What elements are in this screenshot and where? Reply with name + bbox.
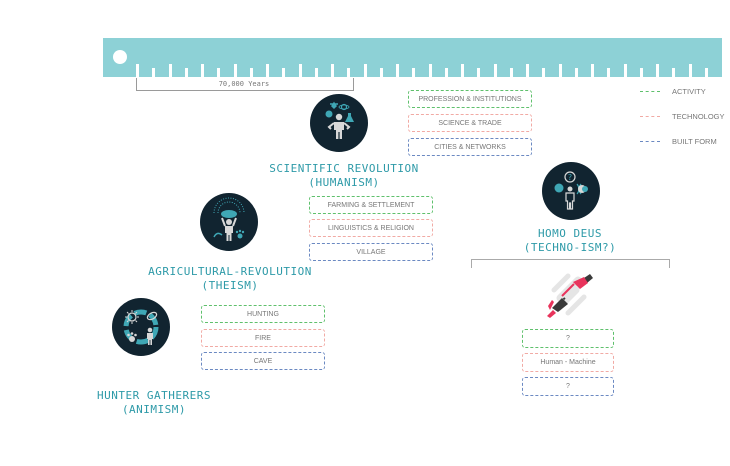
ruler-tick bbox=[136, 64, 139, 77]
ruler-tick bbox=[282, 68, 286, 77]
era-title: HOMO DEUS (TECHNO-ISM?) bbox=[480, 227, 660, 255]
legend-built-form-label: BUILT FORM bbox=[672, 137, 717, 146]
svg-text:?: ? bbox=[568, 173, 572, 182]
ruler-tick bbox=[526, 64, 529, 77]
era-name: HOMO DEUS bbox=[537, 227, 603, 240]
ruler-tick bbox=[509, 68, 513, 77]
ruler-tick bbox=[639, 68, 643, 77]
era-title: AGRICULTURAL-REVOLUTION (THEISM) bbox=[130, 265, 330, 293]
built-form-box: CAVE bbox=[201, 352, 325, 370]
ruler-tick bbox=[201, 64, 204, 77]
future-human-icon: ? bbox=[542, 162, 600, 220]
timeline-start-marker bbox=[113, 50, 127, 64]
era-title: SCIENTIFIC REVOLUTION (HUMANISM) bbox=[254, 162, 434, 190]
ruler-tick bbox=[688, 64, 692, 77]
activity-box: PROFESSION & INSTITUTIONS bbox=[408, 90, 532, 108]
ruler-tick bbox=[396, 64, 399, 77]
ruler-tick bbox=[558, 64, 562, 77]
ruler-tick bbox=[331, 64, 334, 77]
time-span-bracket bbox=[136, 78, 354, 91]
ruler-tick bbox=[168, 64, 172, 77]
ruler-tick bbox=[298, 64, 302, 77]
ruler-tick bbox=[428, 64, 432, 77]
legend-activity-swatch bbox=[640, 91, 660, 92]
era-title: HUNTER GATHERERS (ANIMISM) bbox=[64, 389, 244, 417]
ruler-tick bbox=[461, 64, 464, 77]
ruler-tick bbox=[233, 64, 237, 77]
ruler-tick bbox=[152, 68, 156, 77]
technology-box: Human - Machine bbox=[522, 353, 614, 372]
ruler-tick bbox=[347, 68, 351, 77]
ruler-tick bbox=[217, 68, 221, 77]
ruler-tick bbox=[591, 64, 594, 77]
ruler-tick bbox=[542, 68, 546, 77]
ruler-tick bbox=[493, 64, 497, 77]
ruler-tick bbox=[184, 68, 188, 77]
ruler-tick bbox=[477, 68, 481, 77]
legend-activity-label: ACTIVITY bbox=[672, 87, 706, 96]
time-span-text: 70,000 Years bbox=[215, 80, 273, 88]
human-machine-hands-icon bbox=[540, 268, 600, 324]
ruler-tick bbox=[704, 68, 708, 77]
legend-built-form-swatch bbox=[640, 141, 660, 142]
ruler-tick bbox=[363, 64, 367, 77]
ruler-tick bbox=[314, 68, 318, 77]
ruler-tick bbox=[574, 68, 578, 77]
ruler-tick bbox=[672, 68, 676, 77]
ruler-tick bbox=[412, 68, 416, 77]
ruler-tick bbox=[266, 64, 269, 77]
homo-deus-bracket bbox=[471, 259, 670, 268]
era-belief: (TECHNO-ISM?) bbox=[523, 241, 617, 254]
nature-cycle-icon bbox=[112, 298, 170, 356]
time-span-label: 70,000 Years bbox=[136, 80, 352, 88]
built-form-box: ? bbox=[522, 377, 614, 396]
technology-box: SCIENCE & TRADE bbox=[408, 114, 532, 132]
era-name: AGRICULTURAL-REVOLUTION bbox=[148, 265, 312, 278]
technology-box: LINGUISTICS & RELIGION bbox=[309, 219, 433, 237]
legend-technology-label: TECHNOLOGY bbox=[672, 112, 725, 121]
ruler-tick bbox=[249, 68, 253, 77]
activity-box: FARMING & SETTLEMENT bbox=[309, 196, 433, 214]
worship-icon bbox=[200, 193, 258, 251]
juggling-sciences-icon bbox=[310, 94, 368, 152]
ruler-tick bbox=[607, 68, 611, 77]
ruler-tick bbox=[444, 68, 448, 77]
era-belief: (THEISM) bbox=[201, 279, 259, 292]
built-form-box: CITIES & NETWORKS bbox=[408, 138, 532, 156]
activity-box: HUNTING bbox=[201, 305, 325, 323]
activity-box: ? bbox=[522, 329, 614, 348]
ruler-tick bbox=[623, 64, 627, 77]
built-form-box: VILLAGE bbox=[309, 243, 433, 261]
era-name: HUNTER GATHERERS bbox=[97, 389, 211, 402]
era-name: SCIENTIFIC REVOLUTION bbox=[269, 162, 419, 175]
era-belief: (ANIMISM) bbox=[121, 403, 187, 416]
ruler-tick bbox=[379, 68, 383, 77]
legend-technology-swatch bbox=[640, 116, 660, 117]
era-belief: (HUMANISM) bbox=[308, 176, 380, 189]
ruler-tick bbox=[656, 64, 659, 77]
technology-box: FIRE bbox=[201, 329, 325, 347]
timeline-ruler bbox=[103, 38, 722, 77]
